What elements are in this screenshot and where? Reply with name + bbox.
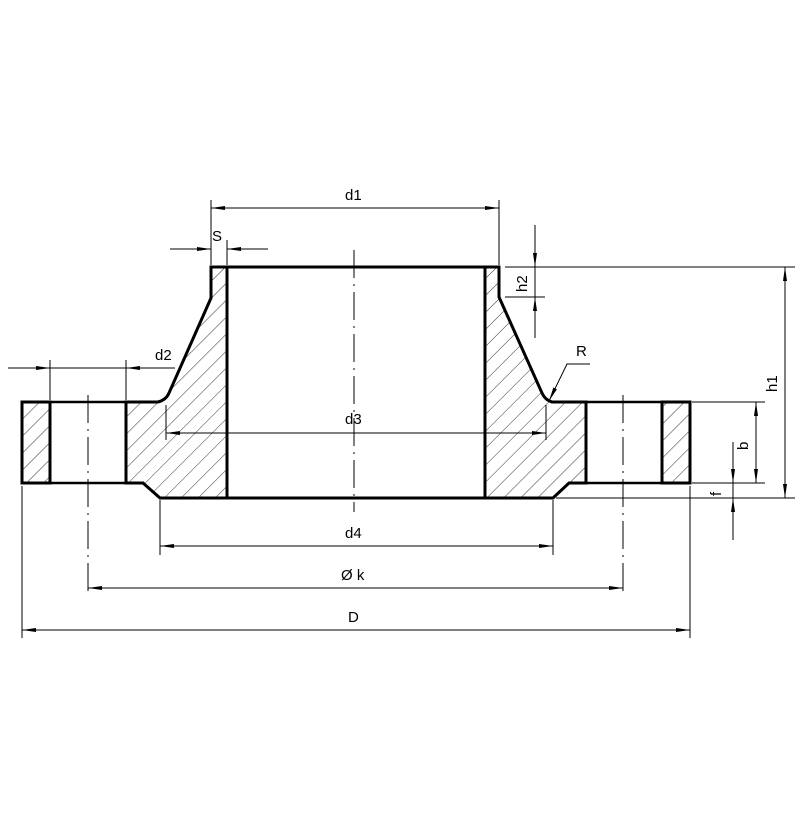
right-flange-ring-section — [660, 400, 692, 485]
label-h2: h2 — [514, 275, 531, 292]
label-f: f — [708, 491, 725, 496]
label-s: S — [212, 228, 222, 245]
label-h1: h1 — [764, 375, 781, 392]
left-flange-ring-section — [20, 400, 52, 485]
left-hub-section — [124, 265, 229, 500]
right-bolt-hole — [584, 400, 664, 485]
label-b: b — [735, 442, 752, 450]
label-D: D — [348, 609, 359, 626]
label-d2: d2 — [155, 347, 172, 364]
extension-lines — [21, 200, 795, 638]
right-hub-section — [483, 265, 588, 500]
label-r: R — [576, 343, 587, 360]
label-k: Ø k — [341, 567, 365, 584]
label-d3: d3 — [345, 411, 362, 428]
leader-r — [548, 363, 590, 402]
label-d1: d1 — [345, 187, 362, 204]
label-d4: d4 — [345, 525, 362, 542]
